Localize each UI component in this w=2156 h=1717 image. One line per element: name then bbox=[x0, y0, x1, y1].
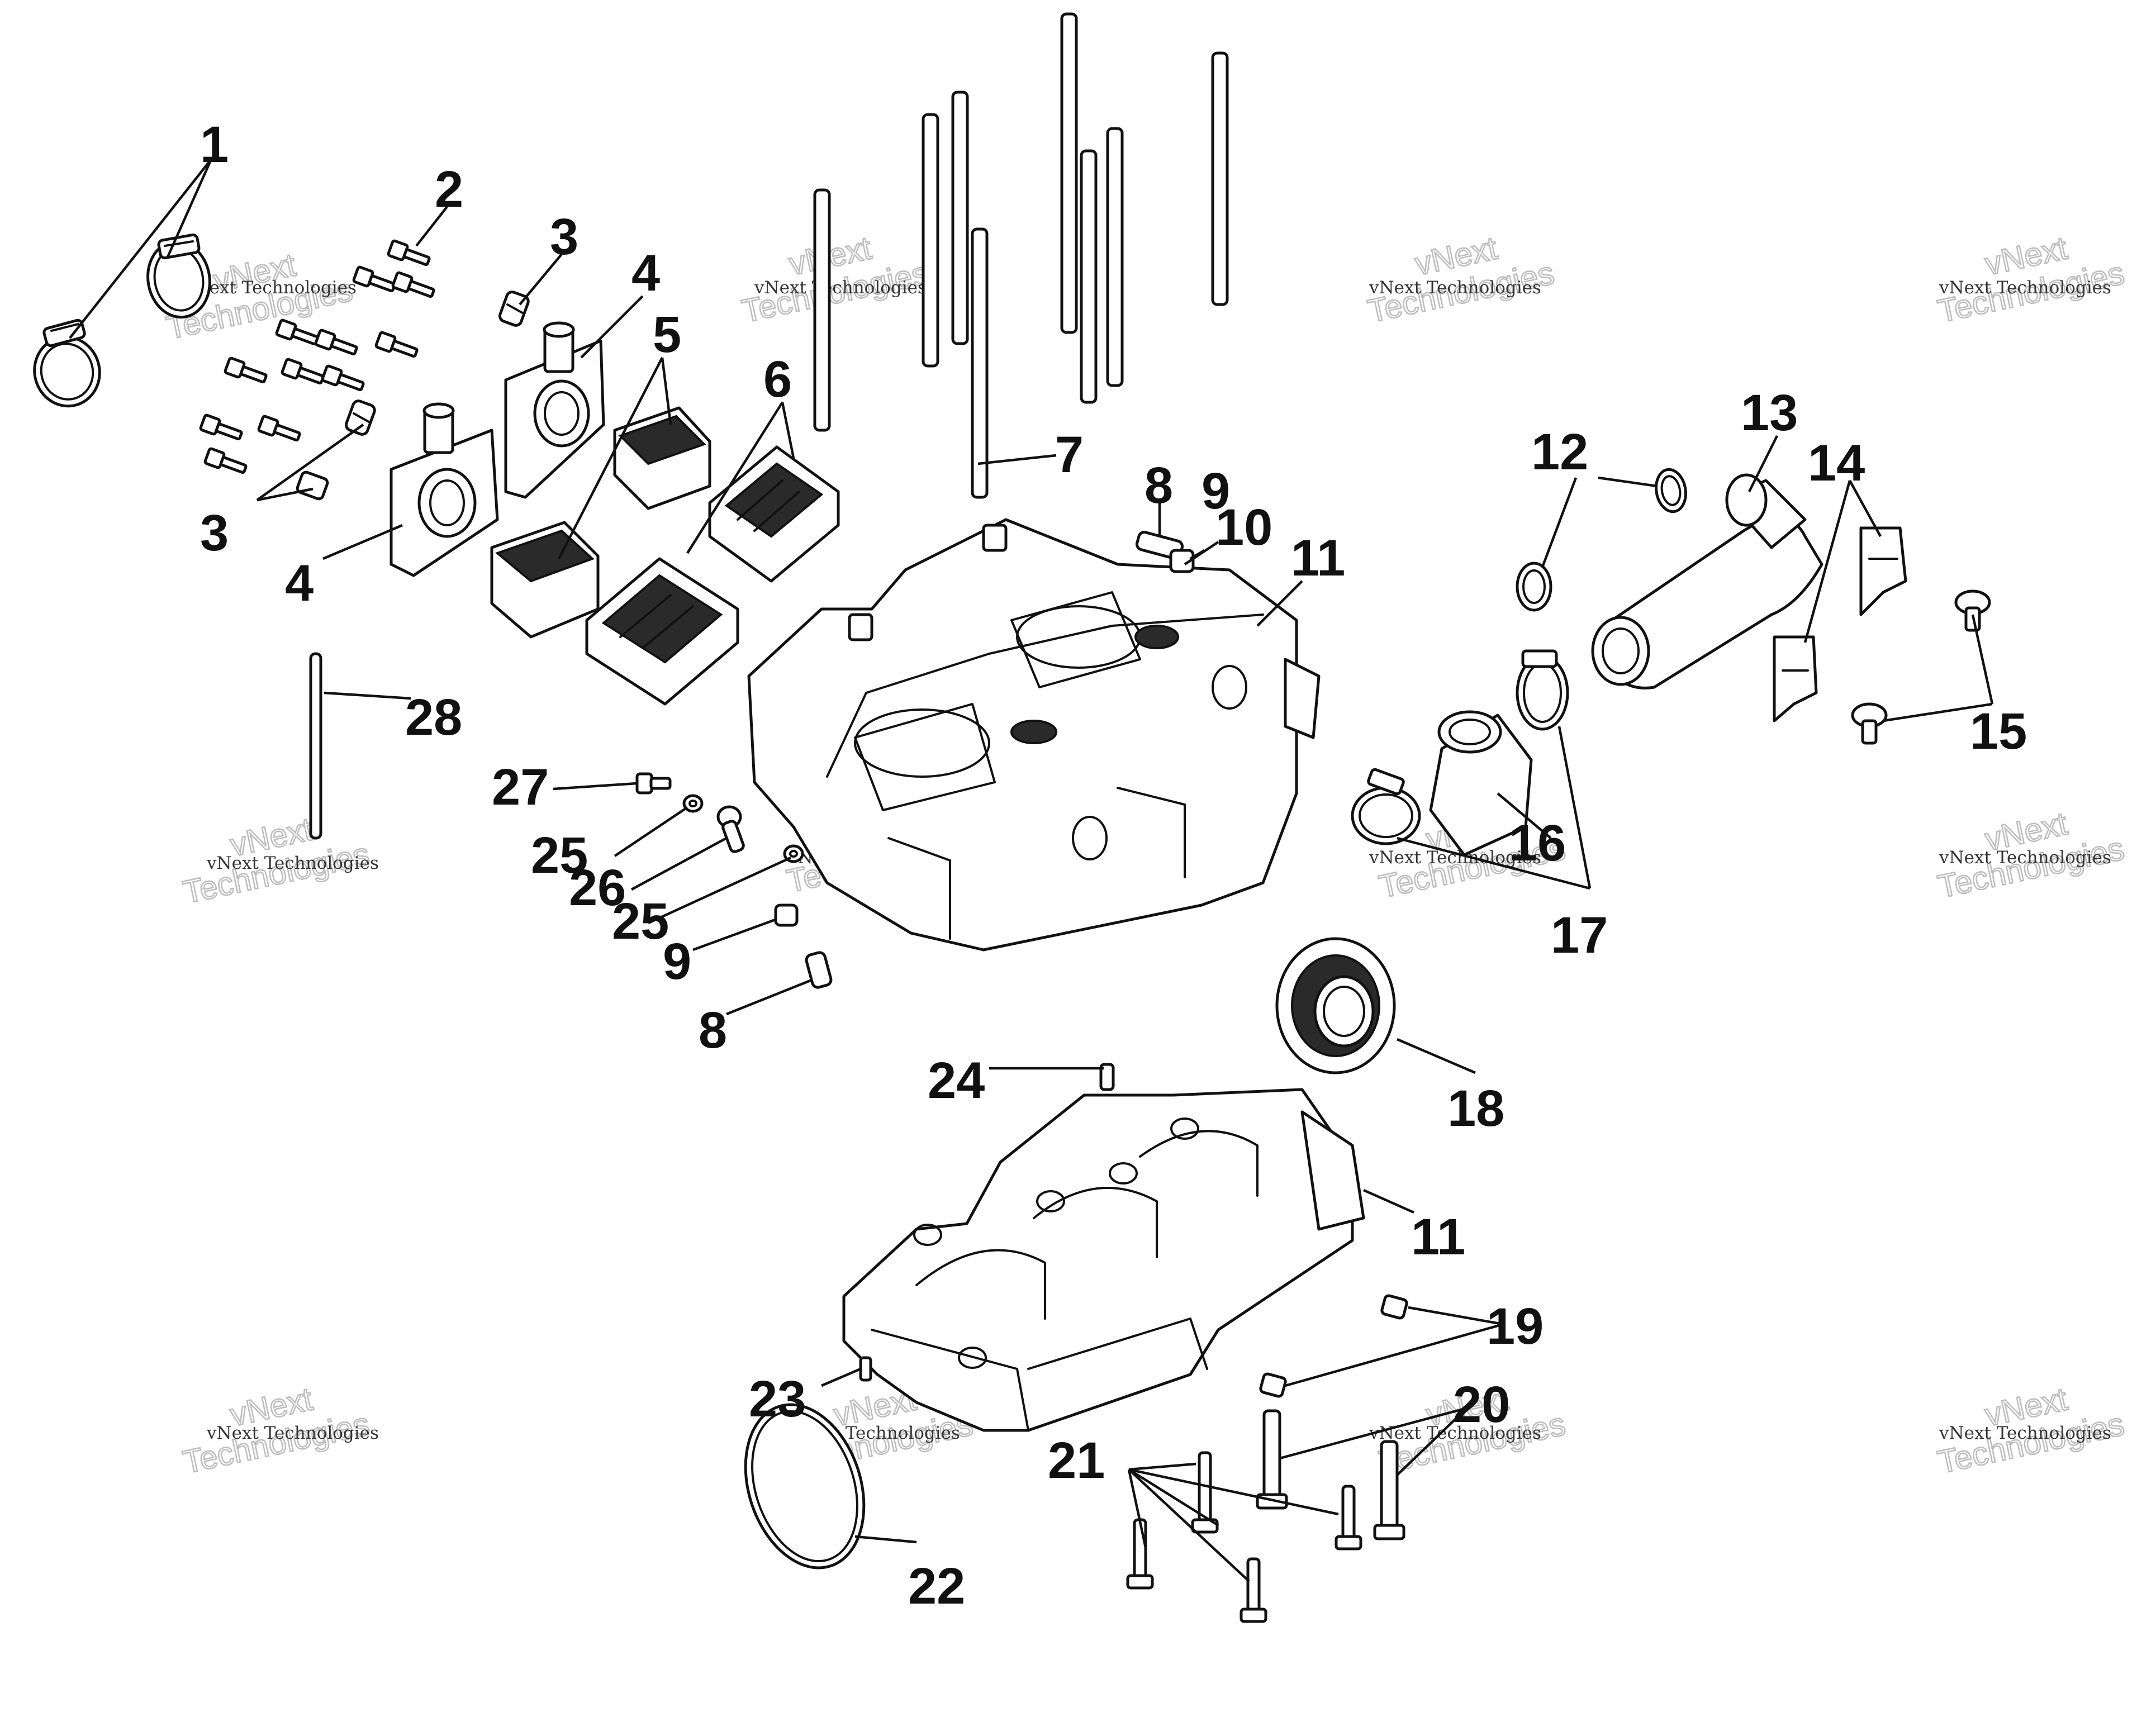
dowel-pin-lower-8 bbox=[805, 951, 833, 989]
callout-25: 25 bbox=[531, 827, 588, 884]
callout-12: 12 bbox=[1531, 424, 1588, 481]
hose-clamp-17-left bbox=[1351, 768, 1421, 845]
watermark-text: vNext Technologies bbox=[1939, 1423, 2111, 1443]
pin-23 bbox=[859, 1356, 872, 1382]
stud-set-7 bbox=[813, 12, 1229, 499]
screw-15-upper bbox=[1954, 589, 1991, 632]
reed-valve-upper bbox=[708, 445, 840, 583]
watermark-text: vNext Technologies bbox=[1369, 278, 1541, 298]
callout-18: 18 bbox=[1447, 1080, 1504, 1137]
clip-3-bottom bbox=[296, 470, 329, 501]
plug-19-lower bbox=[1259, 1372, 1287, 1398]
watermark: vNext Technologies bbox=[738, 229, 932, 330]
callout-11: 11 bbox=[1291, 530, 1345, 587]
callout-21: 21 bbox=[1048, 1432, 1105, 1489]
screw-15-lower bbox=[1851, 702, 1888, 745]
hose-clamp-left bbox=[33, 318, 101, 408]
callout-26: 26 bbox=[569, 859, 626, 916]
watermark: vNext Technologies bbox=[1934, 229, 2128, 330]
watermark: vNext Technologies bbox=[1364, 229, 1558, 330]
crankcase-lower bbox=[842, 1063, 1365, 1432]
dowel-sleeve-upper-9 bbox=[1169, 549, 1195, 573]
reed-stopper-upper bbox=[613, 406, 711, 510]
callout-13: 13 bbox=[1741, 384, 1798, 441]
callout-9: 9 bbox=[1202, 463, 1230, 520]
washer-25-upper bbox=[682, 794, 704, 813]
bracket-14-right bbox=[1859, 526, 1907, 616]
hose-clamp-17-right bbox=[1516, 649, 1569, 731]
callout-3: 3 bbox=[200, 505, 229, 562]
o-ring-12-left bbox=[1516, 562, 1552, 612]
callout-1: 1 bbox=[200, 116, 229, 173]
callout-24: 24 bbox=[928, 1052, 985, 1109]
callout-6: 6 bbox=[763, 351, 792, 408]
watermark-text: vNext Technologies bbox=[184, 278, 357, 298]
callout-28: 28 bbox=[405, 689, 462, 746]
callout-25: 25 bbox=[612, 893, 669, 950]
dowel-sleeve-lower-9 bbox=[774, 903, 799, 927]
callout-4: 4 bbox=[285, 555, 314, 612]
watermark-text: vNext Technologies bbox=[206, 1423, 379, 1443]
banjo-fitting-26 bbox=[716, 805, 745, 853]
clip-3-mid bbox=[344, 399, 376, 436]
callout-22: 22 bbox=[908, 1558, 965, 1615]
callout-8: 8 bbox=[1145, 457, 1173, 514]
callout-20: 20 bbox=[1453, 1376, 1510, 1433]
snap-ring-22 bbox=[744, 1403, 866, 1569]
callout-11: 11 bbox=[1411, 1209, 1465, 1266]
plug-19-upper bbox=[1380, 1294, 1408, 1320]
callout-8: 8 bbox=[699, 1002, 727, 1059]
watermark-text: vNext Technologies bbox=[1939, 848, 2111, 868]
crankcase-upper bbox=[747, 518, 1321, 952]
bolt-set-21 bbox=[1126, 1451, 1362, 1623]
bracket-14-left bbox=[1773, 635, 1818, 722]
callout-4: 4 bbox=[631, 245, 660, 302]
hose-16 bbox=[1429, 710, 1533, 857]
long-pin-28 bbox=[309, 652, 322, 840]
oil-seal-18 bbox=[1275, 937, 1396, 1074]
callout-5: 5 bbox=[653, 306, 681, 363]
reed-stopper-lower bbox=[490, 521, 600, 639]
callout-27: 27 bbox=[492, 759, 549, 816]
watermark-text: vNext Technologies bbox=[206, 853, 379, 873]
water-elbow-13 bbox=[1591, 473, 1823, 689]
reed-valve-lower bbox=[585, 557, 739, 706]
callout-2: 2 bbox=[435, 161, 463, 218]
callout-10: 10 bbox=[1215, 499, 1272, 556]
callout-labels: 1 2 3 3 4 4 5 6 7 8 8 9 9 10 11 11 12 13… bbox=[200, 116, 2027, 1615]
callout-19: 19 bbox=[1487, 1298, 1544, 1355]
leader-lines bbox=[69, 158, 1994, 1582]
bolt-set-2 bbox=[199, 239, 435, 474]
callout-14: 14 bbox=[1808, 435, 1865, 492]
watermark-text: vNext Technologies bbox=[1939, 278, 2111, 298]
intake-adapter-lower bbox=[390, 402, 499, 577]
screw-27 bbox=[635, 772, 672, 795]
callout-7: 7 bbox=[1055, 426, 1084, 483]
o-ring-12-right bbox=[1655, 468, 1687, 513]
callout-17: 17 bbox=[1551, 907, 1608, 964]
watermark-text: vNext Technologies bbox=[754, 278, 927, 298]
callout-9: 9 bbox=[663, 933, 691, 990]
callout-16: 16 bbox=[1509, 815, 1566, 872]
callout-23: 23 bbox=[749, 1371, 806, 1428]
intake-adapter-upper bbox=[504, 321, 605, 499]
clip-3-top bbox=[498, 291, 530, 327]
callout-3: 3 bbox=[550, 208, 578, 265]
callout-15: 15 bbox=[1970, 703, 2027, 760]
watermark-text: vNext Technologies bbox=[1369, 848, 1541, 868]
